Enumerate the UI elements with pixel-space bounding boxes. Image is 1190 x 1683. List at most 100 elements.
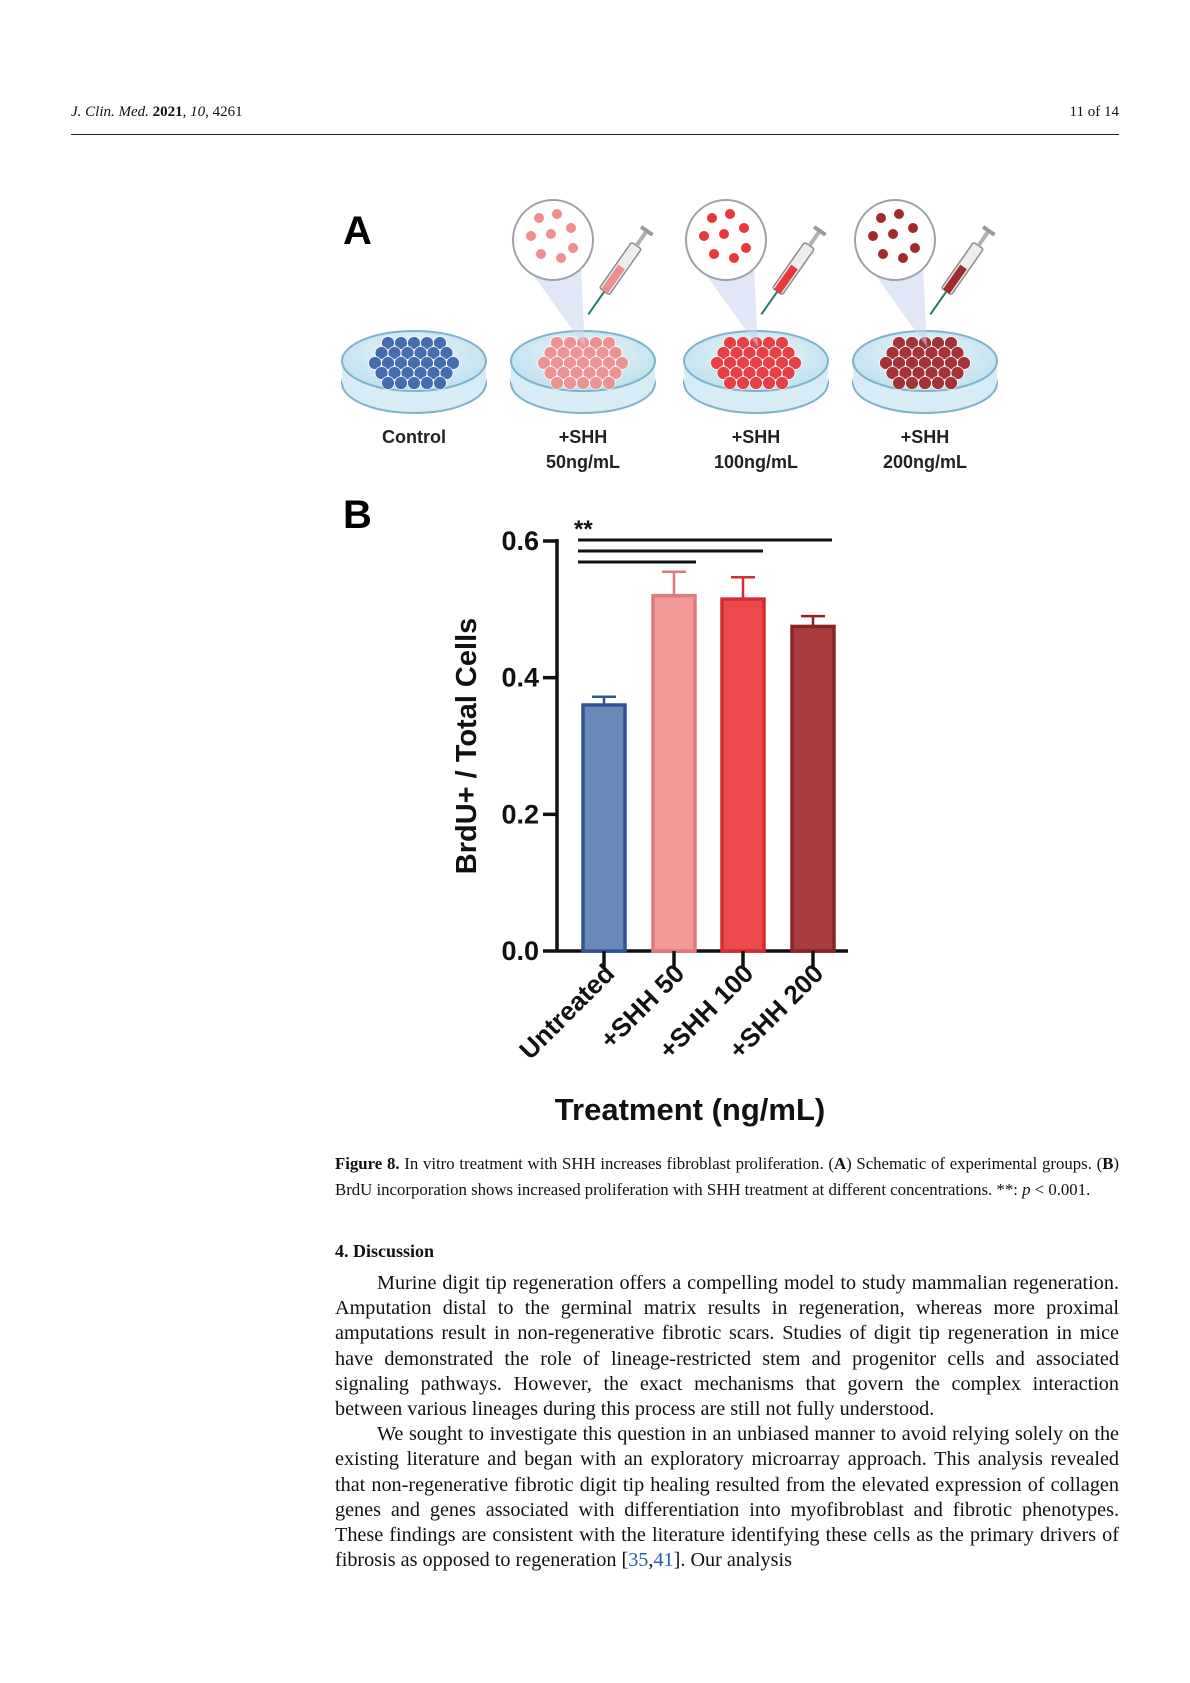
zoom-cell xyxy=(739,223,749,233)
paragraph-1: Murine digit tip regeneration offers a c… xyxy=(335,1272,1119,1421)
group-concentration: 100ng/mL xyxy=(714,452,798,472)
zoom-cell xyxy=(910,243,920,253)
zoom-cell xyxy=(741,243,751,253)
cell xyxy=(788,356,802,370)
zoom-circle xyxy=(512,199,594,281)
zoom-cell xyxy=(699,231,709,241)
citation-link[interactable]: 35 xyxy=(628,1549,649,1572)
zoom-cell xyxy=(878,249,888,259)
y-tick-label: 0.0 xyxy=(501,936,539,966)
dish-group: +SHH 50ng/mL xyxy=(510,199,656,472)
cell xyxy=(439,366,454,380)
panel-b-label: B xyxy=(343,493,372,537)
cell xyxy=(420,376,434,390)
cell xyxy=(723,376,737,390)
running-header: J. Clin. Med. 2021, 10, 4261 11 of 14 xyxy=(71,104,1119,126)
zoom-cell xyxy=(568,243,578,253)
cell xyxy=(781,366,796,380)
cell xyxy=(615,356,629,370)
syringe-icon xyxy=(760,225,827,315)
bar xyxy=(720,597,766,953)
zoom-cell xyxy=(526,231,536,241)
significance-label: ** xyxy=(574,516,593,543)
cell xyxy=(439,346,454,360)
x-axis-label: Treatment (ng/mL) xyxy=(555,1092,825,1127)
syringe-icon xyxy=(929,225,996,315)
cell xyxy=(736,376,750,390)
journal-citation: J. Clin. Med. 2021, 10, 4261 xyxy=(71,104,243,120)
zoom-circle xyxy=(685,199,767,281)
group-label: +SHH xyxy=(901,427,950,447)
zoom-cone xyxy=(531,268,585,347)
cell xyxy=(931,376,945,390)
cell xyxy=(433,336,447,350)
group-concentration: 200ng/mL xyxy=(883,452,967,472)
y-tick-label: 0.2 xyxy=(501,799,539,829)
cell-cluster xyxy=(710,336,802,390)
zoom-cell xyxy=(729,253,739,263)
cell xyxy=(957,356,971,370)
cell xyxy=(589,376,603,390)
zoom-cone xyxy=(704,268,758,347)
syringe-plunger xyxy=(976,231,990,247)
zoom-cell xyxy=(556,253,566,263)
syringe-handle xyxy=(812,225,827,237)
bar xyxy=(581,703,627,953)
bar xyxy=(651,593,697,953)
bar xyxy=(790,624,836,953)
section-heading: 4. Discussion xyxy=(335,1241,435,1261)
cell xyxy=(892,376,906,390)
group-concentration: 50ng/mL xyxy=(546,452,620,472)
cell xyxy=(576,376,590,390)
zoom-cell xyxy=(898,253,908,263)
figure-caption: Figure 8. In vitro treatment with SHH in… xyxy=(335,1154,1120,1199)
syringe-handle xyxy=(981,225,996,237)
cell xyxy=(905,376,919,390)
cell-cluster xyxy=(537,336,629,390)
zoom-cell xyxy=(536,249,546,259)
paragraph-2: We sought to investigate this question i… xyxy=(335,1423,1119,1572)
schematic-dishes: Control +SHH 50ng/mL +SHH 100ng/mL +SHH 200ng/… xyxy=(341,199,998,472)
dish-group: +SHH 100ng/mL xyxy=(683,199,829,472)
cell xyxy=(775,336,789,350)
syringe-icon xyxy=(587,225,654,315)
cell xyxy=(950,346,965,360)
zoom-cell xyxy=(868,231,878,241)
cell xyxy=(446,356,460,370)
cell-cluster xyxy=(879,336,971,390)
group-label: +SHH xyxy=(732,427,781,447)
cell-cluster xyxy=(368,336,460,390)
cell xyxy=(950,366,965,380)
zoom-circle xyxy=(854,199,936,281)
zoom-cell xyxy=(709,249,719,259)
cell xyxy=(550,376,564,390)
zoom-cell xyxy=(719,229,729,239)
cell xyxy=(762,376,776,390)
zoom-cell xyxy=(908,223,918,233)
y-axis-label: BrdU+ / Total Cells xyxy=(451,618,483,874)
body-text: Murine digit tip regeneration offers a c… xyxy=(335,1271,1119,1573)
zoom-cell xyxy=(876,213,886,223)
cell xyxy=(433,376,447,390)
cell xyxy=(602,336,616,350)
zoom-cell xyxy=(552,209,562,219)
group-label: Control xyxy=(382,427,446,447)
page-number: 11 of 14 xyxy=(1069,104,1119,120)
cell xyxy=(381,376,395,390)
syringe-plunger xyxy=(634,231,648,247)
syringe-needle xyxy=(929,290,948,315)
zoom-cone xyxy=(873,268,927,347)
citation-link[interactable]: 41 xyxy=(653,1549,674,1572)
group-label: +SHH xyxy=(559,427,608,447)
cell xyxy=(394,376,408,390)
dish-group: Control xyxy=(341,330,487,447)
syringe-handle xyxy=(639,225,654,237)
zoom-cell xyxy=(707,213,717,223)
syringe-fluid xyxy=(943,264,967,294)
cell xyxy=(602,376,616,390)
zoom-cell xyxy=(566,223,576,233)
syringe-needle xyxy=(587,290,606,315)
cell xyxy=(918,376,932,390)
cell xyxy=(563,376,577,390)
